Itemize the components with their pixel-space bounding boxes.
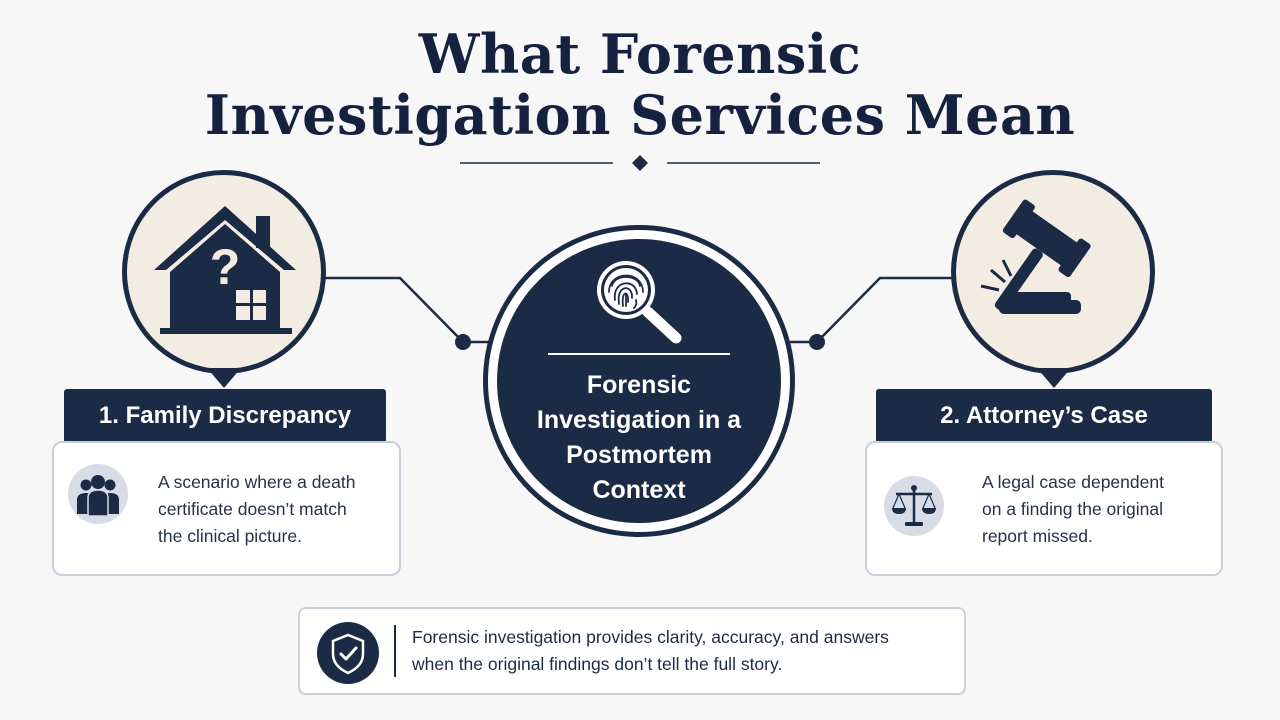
attorney-badge-pointer: [1037, 368, 1071, 388]
center-title-line: Context: [592, 476, 686, 504]
right-connector-dot: [809, 334, 825, 350]
group-people-icon: [77, 475, 119, 517]
summary-divider: [394, 625, 396, 677]
svg-text:?: ?: [210, 239, 241, 295]
center-divider: [548, 353, 730, 355]
center-title-line: Investigation in a: [536, 406, 742, 434]
family-discrepancy-description: A scenario where a death certificate doe…: [158, 469, 356, 550]
attorneys-case-label: 2. Attorney’s Case: [876, 389, 1212, 443]
card-text-line: A legal case dependent: [982, 472, 1164, 492]
house-question-icon: ?: [154, 206, 296, 334]
attorneys-case-description: A legal case dependent on a finding the …: [982, 469, 1164, 550]
summary-text: Forensic investigation provides clarity,…: [412, 624, 889, 678]
card-text-line: certificate doesn’t match: [158, 499, 347, 519]
title-divider: [460, 155, 820, 171]
card-text-line: on a finding the original: [982, 499, 1163, 519]
center-title-line: Forensic: [586, 371, 692, 399]
summary-card: [298, 607, 966, 695]
page-title-line-1: What Forensic: [418, 22, 862, 86]
family-discrepancy-label: 1. Family Discrepancy: [64, 389, 386, 443]
scales-of-justice-icon: [892, 485, 936, 526]
family-badge-pointer: [207, 368, 241, 388]
shield-check-icon: [317, 622, 379, 684]
card-text-line: the clinical picture.: [158, 526, 302, 546]
fingerprint-magnifier-icon: [597, 261, 682, 344]
left-connector-dot: [455, 334, 471, 350]
center-title-line: Postmortem: [566, 441, 712, 469]
card-text-line: report missed.: [982, 526, 1093, 546]
attorney-badge: [951, 170, 1155, 374]
summary-text-line: when the original findings don’t tell th…: [412, 654, 783, 674]
center-title: Forensic Investigation in a Postmortem C…: [497, 368, 781, 508]
gavel-icon: [980, 199, 1091, 314]
summary-text-line: Forensic investigation provides clarity,…: [412, 627, 889, 647]
page-title-line-2: Investigation Services Mean: [204, 83, 1076, 147]
card-text-line: A scenario where a death: [158, 472, 356, 492]
